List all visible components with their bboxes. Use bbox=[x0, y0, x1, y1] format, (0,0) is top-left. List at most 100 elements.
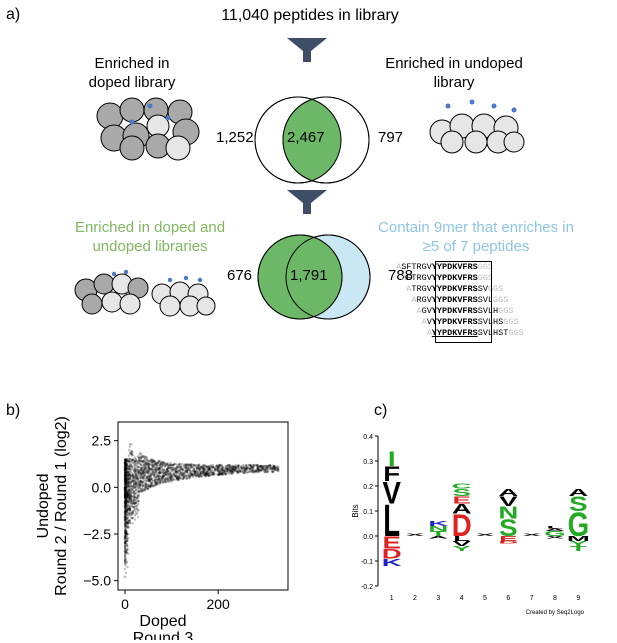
scatter-point bbox=[202, 466, 205, 469]
scatter-point bbox=[191, 475, 195, 478]
scatter-point bbox=[124, 522, 127, 525]
scatter-point bbox=[239, 469, 243, 473]
logo-letter: N bbox=[428, 525, 448, 533]
scatter-point bbox=[158, 467, 161, 470]
logo-letter: K bbox=[382, 557, 402, 568]
scatter-point bbox=[147, 473, 150, 476]
scatter-point bbox=[125, 530, 128, 533]
scatter-point bbox=[123, 491, 127, 494]
scatter-point bbox=[159, 462, 162, 466]
scatter-point bbox=[124, 471, 128, 474]
scatter-point bbox=[124, 460, 127, 463]
scatter-point bbox=[124, 458, 127, 462]
scatter-point bbox=[134, 460, 137, 463]
scatter-point bbox=[129, 461, 133, 464]
scatter-point bbox=[167, 476, 171, 479]
scatter-point bbox=[221, 466, 224, 470]
scatter-point bbox=[127, 490, 130, 493]
scatter-point bbox=[132, 482, 136, 485]
scatter-point bbox=[249, 470, 253, 474]
scatter-point bbox=[148, 480, 151, 483]
scatter-point bbox=[210, 466, 214, 470]
scatter-point bbox=[127, 473, 131, 476]
scatter-point bbox=[277, 469, 280, 473]
scatter-point bbox=[136, 477, 139, 480]
scatter-point bbox=[182, 467, 185, 470]
scatter-point bbox=[123, 501, 127, 504]
scatter-point bbox=[139, 483, 142, 487]
scatter-point bbox=[216, 467, 220, 470]
scatter-point bbox=[132, 500, 136, 504]
scatter-point bbox=[124, 484, 128, 487]
scatter-point bbox=[124, 476, 128, 479]
scatter-point bbox=[181, 469, 185, 472]
scatter-point bbox=[124, 462, 127, 465]
scatter-point bbox=[134, 482, 137, 485]
scatter-point bbox=[127, 488, 130, 491]
scatter-point bbox=[260, 466, 264, 470]
scatter-point bbox=[124, 464, 127, 467]
scatter-point bbox=[123, 504, 127, 507]
scatter-point bbox=[209, 468, 213, 472]
scatter-point bbox=[149, 472, 153, 475]
scatter-point bbox=[235, 469, 238, 473]
scatter-point bbox=[164, 463, 168, 466]
scatter-point bbox=[124, 499, 127, 502]
logo-letter: X bbox=[546, 536, 564, 540]
scatter-point bbox=[124, 504, 127, 508]
scatter-point bbox=[124, 496, 128, 499]
scatter-point bbox=[124, 502, 128, 506]
scatter-point bbox=[126, 507, 130, 510]
scatter-point bbox=[252, 463, 255, 467]
scatter-point bbox=[200, 467, 204, 470]
scatter-point bbox=[130, 452, 133, 455]
scatter-point bbox=[157, 474, 161, 477]
scatter-point bbox=[241, 466, 245, 469]
scatter-point bbox=[128, 495, 131, 499]
scatter-point bbox=[142, 472, 145, 475]
scatter-point bbox=[192, 464, 195, 467]
scatter-point bbox=[139, 459, 142, 462]
scatter-point bbox=[156, 473, 159, 476]
scatter-point bbox=[200, 471, 203, 474]
scatter-point bbox=[124, 498, 127, 502]
scatter-point bbox=[137, 489, 140, 493]
scatter-point bbox=[153, 473, 156, 476]
scatter-point bbox=[249, 464, 253, 467]
scatter-point bbox=[270, 470, 274, 473]
scatter-point bbox=[124, 512, 127, 516]
scatter-point bbox=[130, 512, 133, 516]
scatter-point bbox=[135, 465, 138, 468]
scatter-point bbox=[147, 479, 150, 482]
scatter-point bbox=[169, 463, 172, 466]
scatter-point bbox=[123, 484, 127, 487]
scatter-point bbox=[213, 472, 216, 475]
scatter-point bbox=[219, 468, 222, 471]
scatter-point bbox=[190, 472, 193, 476]
scatter-point bbox=[145, 480, 149, 483]
scatter-point bbox=[128, 445, 132, 448]
scatter-point bbox=[206, 471, 209, 474]
scatter-point bbox=[269, 464, 272, 467]
sequence-row: AFTRGVYYPDKVFRSGGS bbox=[401, 273, 494, 283]
scatter-point bbox=[256, 465, 259, 468]
scatter-point bbox=[123, 506, 127, 509]
scatter-point bbox=[252, 471, 255, 474]
scatter-point bbox=[256, 464, 259, 467]
scatter-point bbox=[175, 466, 179, 469]
scatter-point bbox=[182, 477, 185, 480]
scatter-point bbox=[126, 500, 129, 504]
scatter-point bbox=[170, 463, 174, 467]
scatter-point bbox=[277, 467, 280, 471]
scatter-point bbox=[198, 467, 201, 470]
scatter-point bbox=[125, 521, 128, 525]
scatter-point bbox=[126, 470, 129, 473]
scatter-point bbox=[208, 468, 211, 471]
scatter-point bbox=[155, 475, 159, 478]
scatter-point bbox=[136, 461, 139, 465]
scatter-point bbox=[126, 534, 129, 538]
scatter-point bbox=[132, 483, 136, 486]
scatter-point bbox=[212, 473, 216, 477]
scatter-point bbox=[177, 478, 180, 481]
